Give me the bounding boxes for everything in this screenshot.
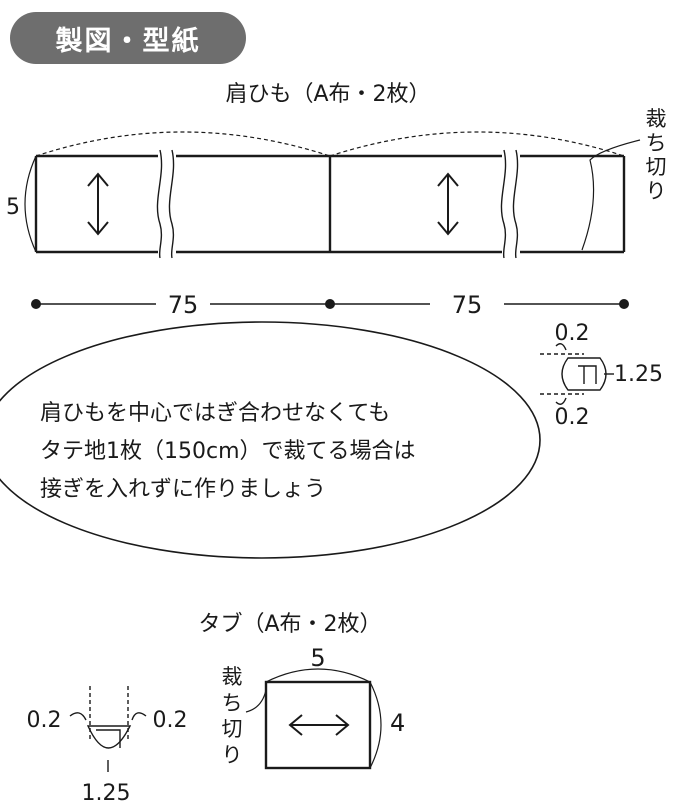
- cut-label-char: り: [222, 743, 243, 767]
- cut-leader-line: [581, 139, 641, 251]
- grain-arrow-icon: [87, 172, 109, 236]
- cut-label-char: 裁: [222, 665, 243, 689]
- dimension-dot: [619, 299, 629, 309]
- strap-length-left: 75: [168, 291, 199, 319]
- cut-label-char: ち: [222, 691, 243, 715]
- tab-seam-left: 0.2: [27, 708, 62, 733]
- section-badge: 製図・型紙: [10, 12, 246, 64]
- dimension-dot: [325, 299, 335, 309]
- strap-height-label: 5: [6, 195, 20, 220]
- cut-label-char: 切: [222, 717, 243, 741]
- cut-label-char: り: [646, 179, 667, 203]
- seam-width-label: 1.25: [614, 362, 663, 387]
- note-line: タテ地1枚（150cm）で裁てる場合は: [40, 439, 416, 464]
- note-line: 肩ひもを中心ではぎ合わせなくても: [40, 401, 390, 426]
- strap-title: 肩ひも（A布・2枚）: [225, 82, 430, 107]
- strap-fold-detail: [540, 343, 614, 405]
- cut-leader-line: [245, 689, 267, 713]
- dimension-dot: [31, 299, 41, 309]
- grain-arrow-icon: [437, 172, 459, 236]
- strap-height-arc: [24, 155, 37, 253]
- break-mark: [500, 149, 507, 259]
- tab-piece: [264, 680, 372, 770]
- tab-seam-right: 0.2: [153, 708, 188, 733]
- break-mark: [156, 149, 163, 259]
- cut-label-char: ち: [646, 131, 667, 155]
- note-bubble: [0, 321, 541, 559]
- cut-label-char: 裁: [646, 107, 667, 131]
- tab-width-arc: [265, 668, 371, 683]
- strap-arc-right: [329, 131, 625, 157]
- note-line: 接ぎを入れずに作りましょう: [40, 477, 326, 502]
- strap-arc-left: [35, 131, 331, 157]
- cut-label-char: 切: [646, 155, 667, 179]
- break-mark: [512, 149, 519, 259]
- tab-height-arc: [369, 681, 382, 769]
- tab-seam-width: 1.25: [82, 781, 131, 806]
- strap-length-right: 75: [452, 291, 483, 319]
- tab-height-label: 4: [390, 709, 405, 737]
- seam-top-label: 0.2: [555, 321, 590, 346]
- seam-bottom-label: 0.2: [555, 405, 590, 430]
- tab-fold-detail: [69, 686, 147, 772]
- tab-title: タブ（A布・2枚）: [198, 612, 381, 637]
- grain-arrow-icon: [288, 714, 350, 736]
- tab-width-label: 5: [310, 644, 325, 672]
- break-mark: [168, 149, 175, 259]
